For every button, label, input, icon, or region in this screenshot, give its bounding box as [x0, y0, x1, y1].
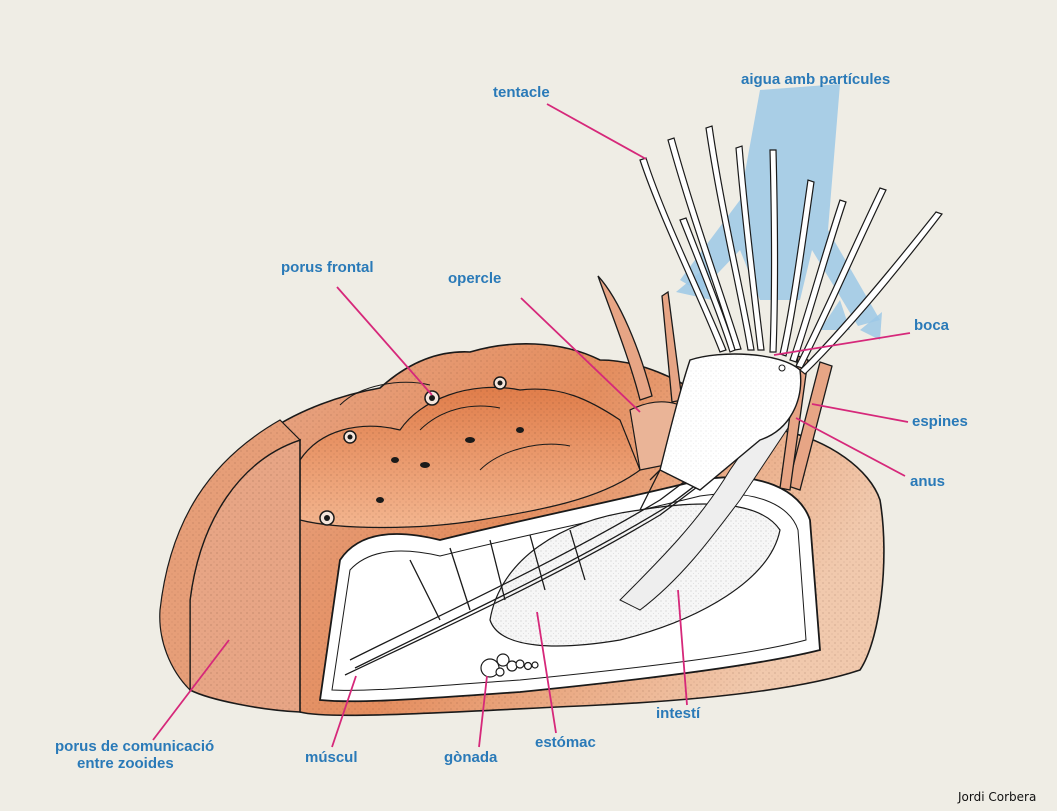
- label-gonad: gònada: [444, 749, 497, 766]
- water-flow-arrow: [676, 84, 882, 340]
- label-communication-pore-line1: porus de comunicació: [55, 738, 214, 755]
- label-frontal-pore: porus frontal: [281, 259, 374, 276]
- image-credit: Jordi Corbera: [958, 790, 1036, 804]
- label-operculum: opercle: [448, 270, 501, 287]
- label-mouth: boca: [914, 317, 949, 334]
- label-intestine: intestí: [656, 705, 700, 722]
- label-water-with-particles: aigua amb partícules: [741, 71, 890, 88]
- label-anus: anus: [910, 473, 945, 490]
- label-communication-pore-line2: entre zooides: [77, 755, 174, 772]
- label-tentacle: tentacle: [493, 84, 550, 101]
- label-spines: espines: [912, 413, 968, 430]
- label-stomach: estómac: [535, 734, 596, 751]
- label-muscle: múscul: [305, 749, 358, 766]
